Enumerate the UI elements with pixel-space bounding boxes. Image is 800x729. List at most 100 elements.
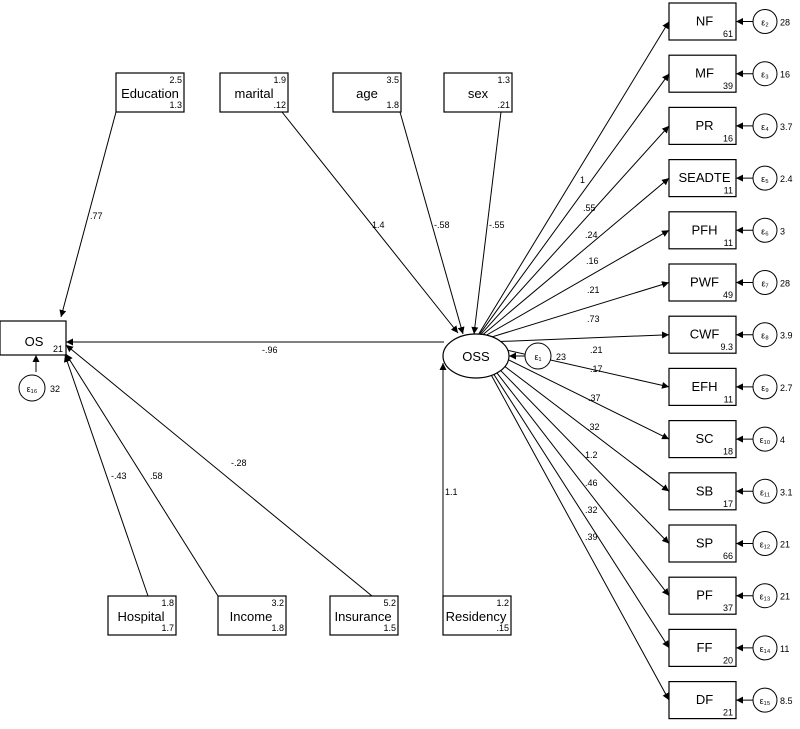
node-label: Insurance bbox=[334, 609, 391, 624]
path-hospital-to-os bbox=[63, 354, 149, 597]
path-oss-to-pf bbox=[477, 348, 670, 597]
node-intercept: 3.2 bbox=[271, 598, 284, 608]
node-label: DF bbox=[696, 692, 713, 707]
path-income-to-os bbox=[65, 353, 219, 597]
node-intercept: 39 bbox=[723, 81, 733, 91]
loading-cwf: .21 bbox=[590, 345, 603, 355]
coef-residency-oss: 1.1 bbox=[445, 487, 458, 497]
node-hospital[interactable]: Hospital 1.8 1.7 bbox=[107, 595, 177, 636]
node-label: OS bbox=[25, 334, 44, 349]
path-oss-to-efh bbox=[477, 343, 670, 389]
path-oss-to-cwf bbox=[477, 331, 670, 343]
node-income[interactable]: Income 3.2 1.8 bbox=[217, 595, 287, 636]
node-age[interactable]: age 3.5 1.8 bbox=[332, 72, 402, 113]
error-label: ε₁₁ bbox=[760, 487, 770, 497]
error-label: ε₂ bbox=[761, 18, 769, 28]
path-oss-to-pr bbox=[477, 125, 670, 338]
node-label: SC bbox=[695, 431, 713, 446]
node-label: PFH bbox=[692, 222, 718, 237]
node-pr[interactable]: PR 16 bbox=[668, 106, 737, 146]
node-label: SEADTE bbox=[678, 170, 730, 185]
loading-ff: .32 bbox=[585, 505, 598, 515]
node-intercept: 66 bbox=[723, 551, 733, 561]
error-variance: 3.7 bbox=[780, 122, 793, 132]
node-oss[interactable]: OSS bbox=[442, 333, 510, 379]
node-intercept: 2.5 bbox=[169, 75, 182, 85]
node-label: SB bbox=[696, 483, 713, 498]
path-oss-to-pfh bbox=[477, 229, 670, 341]
coef-insurance-os: -.28 bbox=[231, 458, 247, 468]
loading-df: .39 bbox=[585, 532, 598, 542]
error-label: ε₇ bbox=[761, 279, 768, 289]
path-sex-to-oss bbox=[471, 111, 502, 335]
coef-income-os: .58 bbox=[150, 471, 163, 481]
loading-efh: .17 bbox=[590, 364, 603, 374]
error-label: ε₁₅ bbox=[760, 696, 771, 706]
node-label: PWF bbox=[690, 275, 719, 290]
error-sb: ε₁₁ 3.1 bbox=[752, 478, 793, 504]
node-label: Residency bbox=[446, 609, 507, 624]
path-insurance-to-os bbox=[65, 344, 373, 597]
node-intercept: 1.9 bbox=[273, 75, 286, 85]
node-variance: 1.8 bbox=[386, 100, 399, 110]
error-label: ε₁₂ bbox=[760, 540, 771, 550]
node-residency[interactable]: Residency 1.2 .15 bbox=[442, 595, 512, 636]
error-label: ε₉ bbox=[761, 383, 769, 393]
node-os[interactable]: OS 21 bbox=[0, 320, 67, 356]
node-sc[interactable]: SC 18 bbox=[668, 420, 737, 459]
path-coefficients: .77 1.4 -.58 -.55 -.96 -.43 .58 -.28 1.1 bbox=[90, 211, 505, 497]
path-marital-to-oss bbox=[281, 111, 459, 334]
loading-pfh: .21 bbox=[587, 285, 600, 295]
coef-marital-oss: 1.4 bbox=[372, 220, 385, 230]
error-variance: 32 bbox=[50, 384, 60, 394]
coef-hospital-os: -.43 bbox=[111, 471, 127, 481]
node-variance: 1.3 bbox=[169, 100, 182, 110]
loading-sb: .32 bbox=[587, 422, 600, 432]
node-label: EFH bbox=[692, 379, 718, 394]
node-label: Income bbox=[230, 609, 273, 624]
path-oss-to-nf bbox=[477, 21, 670, 336]
coef-education-os: .77 bbox=[90, 211, 103, 221]
path-oss-to-sc bbox=[477, 344, 670, 440]
error-variance: 3.1 bbox=[780, 487, 793, 497]
node-insurance[interactable]: Insurance 5.2 1.5 bbox=[329, 595, 399, 636]
node-marital[interactable]: marital 1.9 .12 bbox=[219, 72, 289, 113]
error-oss: ε₁ 23 bbox=[524, 342, 566, 370]
node-education[interactable]: Education 2.5 1.3 bbox=[115, 72, 185, 113]
node-intercept: 11 bbox=[724, 186, 733, 196]
error-variance: 28 bbox=[780, 279, 790, 289]
node-intercept: 18 bbox=[723, 447, 733, 457]
loading-seadte: .16 bbox=[586, 256, 599, 266]
node-label: Education bbox=[121, 86, 179, 101]
node-sex[interactable]: sex 1.3 .21 bbox=[443, 72, 513, 113]
node-label: NF bbox=[696, 14, 713, 29]
node-intercept: 16 bbox=[723, 133, 733, 143]
error-variance: 16 bbox=[780, 70, 790, 80]
node-label: PR bbox=[695, 118, 713, 133]
error-label: ε₁₄ bbox=[760, 644, 771, 654]
error-label: ε₄ bbox=[761, 122, 769, 132]
node-variance: 1.5 bbox=[383, 623, 396, 633]
error-variance: 21 bbox=[780, 540, 790, 550]
node-intercept: 5.2 bbox=[383, 598, 396, 608]
node-intercept: 3.5 bbox=[386, 75, 399, 85]
